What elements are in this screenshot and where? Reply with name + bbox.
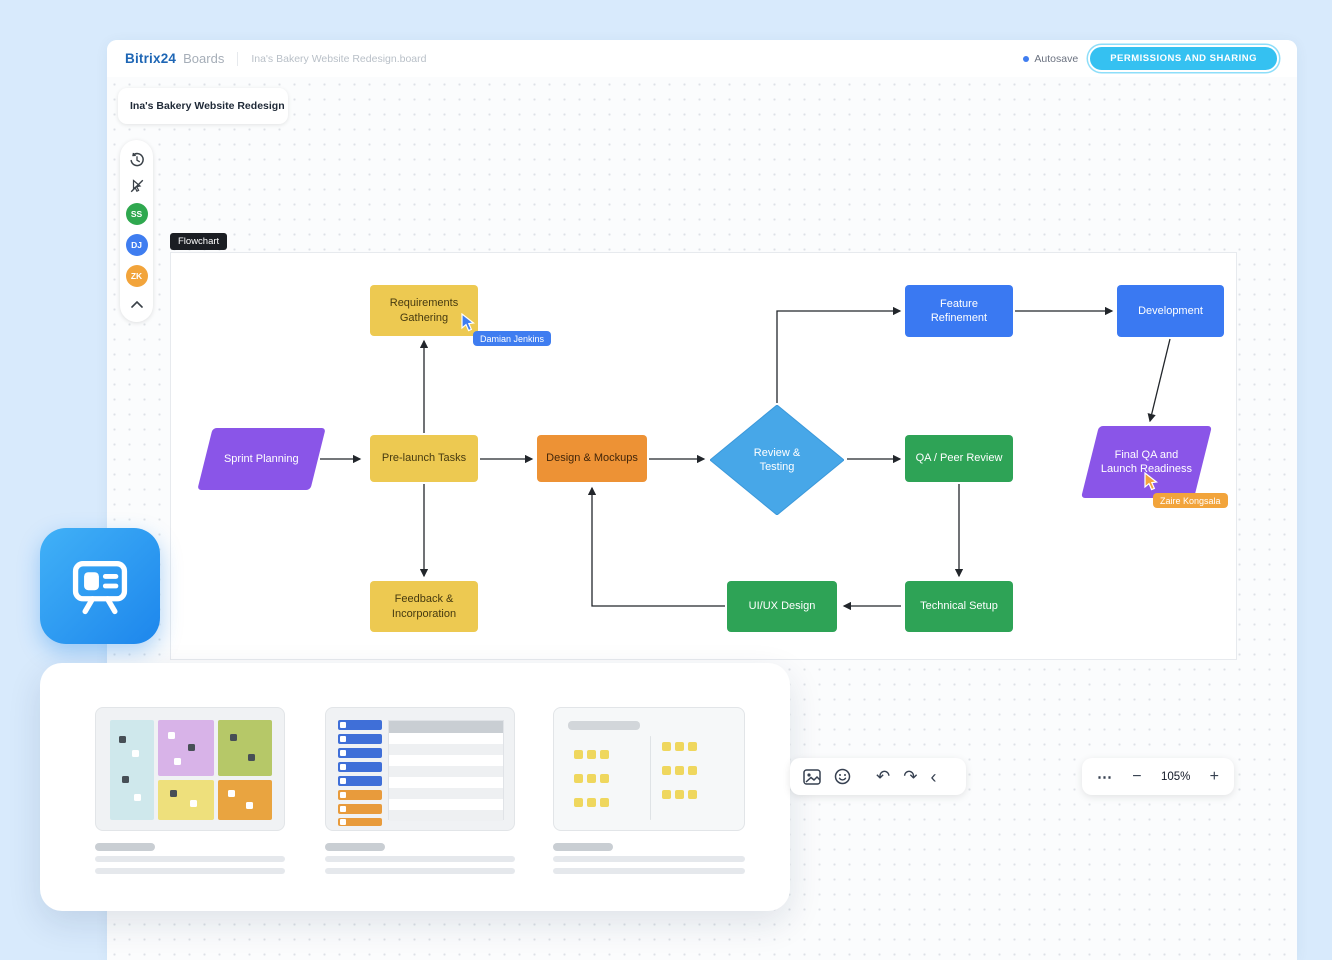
node-uiux-design[interactable]: UI/UX Design xyxy=(727,581,837,632)
undo-icon[interactable]: ↶ xyxy=(876,767,891,786)
board-selector-label: Ina's Bakery Website Redesign xyxy=(130,100,285,112)
zoom-in-button[interactable]: + xyxy=(1209,767,1219,785)
permissions-sharing-button[interactable]: PERMISSIONS AND SHARING xyxy=(1088,45,1279,72)
zoom-toolbar: ⋯ − 105% + xyxy=(1082,758,1234,795)
avatar-ss[interactable]: SS xyxy=(125,203,148,225)
template-caption-bar xyxy=(325,843,385,851)
zoom-level-value: 105% xyxy=(1160,770,1191,783)
node-label: Review & Testing xyxy=(753,446,801,473)
frame-title-tag[interactable]: Flowchart xyxy=(170,233,228,250)
node-label: Technical Setup xyxy=(920,600,998,613)
templates-panel xyxy=(40,663,790,911)
breadcrumb: Ina's Bakery Website Redesign.board xyxy=(251,52,427,65)
bitrix24-logo: Bitrix24 xyxy=(125,51,177,66)
node-label: Feature Refinement xyxy=(930,297,988,324)
board-selector-dropdown[interactable]: Ina's Bakery Website Redesign xyxy=(118,88,288,124)
avatar-zk[interactable]: ZK xyxy=(125,265,148,287)
insert-image-icon[interactable] xyxy=(803,768,821,785)
node-label: QA / Peer Review xyxy=(915,452,1003,465)
node-development[interactable]: Development xyxy=(1117,285,1224,337)
history-icon[interactable] xyxy=(128,151,145,168)
node-label: Requirements Gathering xyxy=(389,297,459,324)
whiteboard-easel-icon xyxy=(72,561,128,615)
hide-cursors-icon[interactable] xyxy=(128,177,145,194)
node-label: Feedback & Incorporation xyxy=(391,593,457,620)
template-caption-bar xyxy=(325,856,515,862)
template-caption-bar xyxy=(95,856,285,862)
collaboration-rail: SS DJ ZK xyxy=(120,140,153,322)
collaborator-cursor-zaire xyxy=(1144,471,1160,496)
zoom-out-button[interactable]: − xyxy=(1132,767,1142,785)
flowchart-frame[interactable] xyxy=(170,252,1237,660)
template-caption-bar xyxy=(553,868,745,874)
node-qa-peer-review[interactable]: QA / Peer Review xyxy=(905,435,1013,482)
node-review-testing[interactable]: Review & Testing xyxy=(710,405,844,515)
autosave-label: Autosave xyxy=(1034,52,1079,65)
node-label: Design & Mockups xyxy=(546,452,638,465)
app-window: Bitrix24 Boards Ina's Bakery Website Red… xyxy=(107,40,1297,960)
node-design-mockups[interactable]: Design & Mockups xyxy=(537,435,647,482)
template-caption-bar xyxy=(95,868,285,874)
node-feedback-incorporation[interactable]: Feedback & Incorporation xyxy=(370,581,478,632)
pointer-icon xyxy=(1144,471,1159,491)
template-thumbnail-grid[interactable] xyxy=(553,707,745,831)
node-sprint-planning[interactable]: Sprint Planning xyxy=(197,428,326,490)
redo-icon[interactable]: ↷ xyxy=(903,767,918,786)
diamond-shape xyxy=(710,405,844,515)
collaborator-cursor-damian xyxy=(461,312,477,337)
emoji-icon[interactable] xyxy=(834,768,851,785)
template-caption-bar xyxy=(553,856,745,862)
node-technical-setup[interactable]: Technical Setup xyxy=(905,581,1013,632)
autosave-indicator: Autosave xyxy=(1023,53,1078,65)
edit-toolbar: ↶ ↷ ‹ xyxy=(790,758,966,795)
more-options-icon[interactable]: ⋯ xyxy=(1097,768,1113,786)
node-requirements-gathering[interactable]: Requirements Gathering xyxy=(370,285,478,336)
boards-app-icon[interactable] xyxy=(40,528,160,644)
node-pre-launch-tasks[interactable]: Pre-launch Tasks xyxy=(370,435,478,482)
pointer-icon xyxy=(461,312,476,332)
node-label: UI/UX Design xyxy=(748,600,816,613)
template-caption-bar xyxy=(95,843,155,851)
template-caption-bar xyxy=(553,843,613,851)
topbar-divider xyxy=(237,51,239,66)
template-thumbnail-table[interactable] xyxy=(325,707,515,831)
collapse-rail-chevron-up-icon[interactable] xyxy=(128,296,145,313)
node-feature-refinement[interactable]: Feature Refinement xyxy=(905,285,1013,337)
top-bar: Bitrix24 Boards Ina's Bakery Website Red… xyxy=(107,40,1297,77)
boards-logo-label: Boards xyxy=(183,51,225,66)
autosave-dot-icon xyxy=(1023,55,1030,62)
avatar-dj[interactable]: DJ xyxy=(125,234,148,256)
cursor-name-tag-zaire: Zaire Kongsala xyxy=(1153,493,1228,508)
node-label: Sprint Planning xyxy=(224,452,299,465)
node-label: Pre-launch Tasks xyxy=(381,452,467,465)
template-thumbnail-moodboard[interactable] xyxy=(95,707,285,831)
node-label: Development xyxy=(1138,304,1203,317)
collapse-toolbar-chevron-icon[interactable]: ‹ xyxy=(930,766,937,787)
cursor-name-tag-damian: Damian Jenkins xyxy=(473,331,552,346)
template-caption-bar xyxy=(325,868,515,874)
